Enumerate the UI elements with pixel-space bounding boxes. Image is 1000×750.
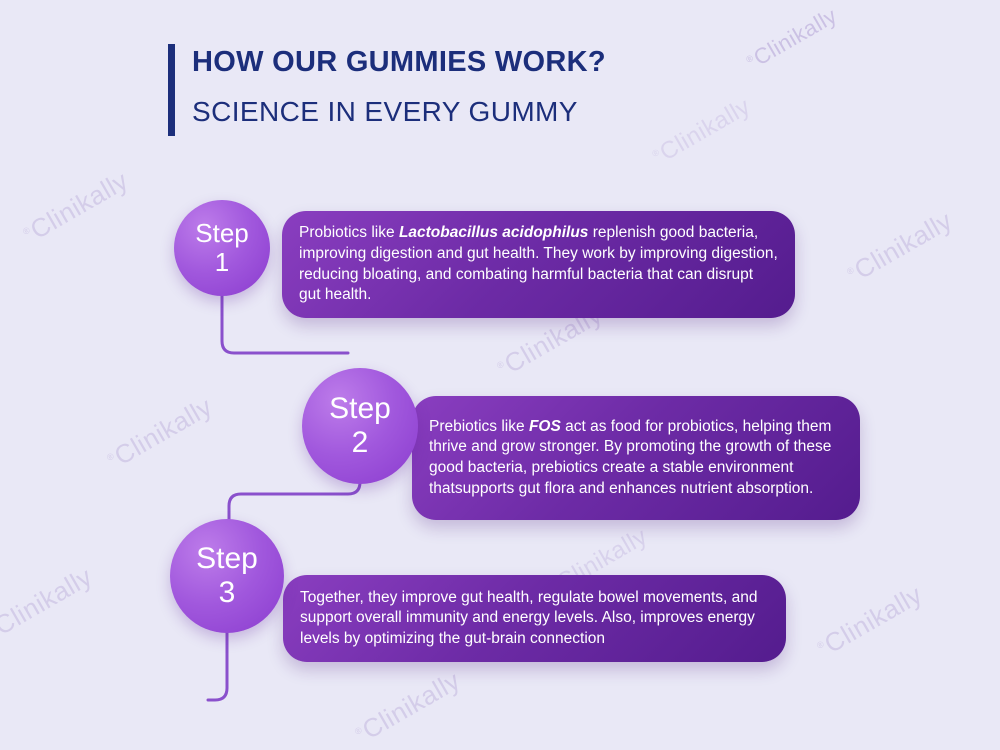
registered-trademark-icon: ® <box>815 638 827 652</box>
step-1-text-suffix: replenish good bacteria, improving diges… <box>299 224 778 304</box>
step-2-label: Step <box>329 392 391 426</box>
step-3-text-suffix: Together, they improve gut health, regul… <box>300 588 758 647</box>
step-2-badge: Step 2 <box>302 368 418 484</box>
step-3-description: Together, they improve gut health, regul… <box>283 575 786 662</box>
registered-trademark-icon: ® <box>353 724 365 738</box>
step-2-text-suffix: act as food for probiotics, helping them… <box>429 417 832 497</box>
step-2-text: Prebiotics like FOS act as food for prob… <box>429 417 843 499</box>
step-1-label: Step <box>195 217 249 248</box>
step-2-text-highlight: FOS <box>528 417 561 435</box>
page-subtitle: SCIENCE IN EVERY GUMMY <box>192 96 578 127</box>
brand-watermark: ®Clinikally <box>845 205 958 285</box>
step-2-text-prefix: Prebiotics like <box>429 417 529 435</box>
brand-watermark: ®Clinikally <box>0 561 98 641</box>
brand-watermark: ®Clinikally <box>353 665 466 745</box>
registered-trademark-icon: ® <box>845 264 857 278</box>
registered-trademark-icon: ® <box>495 358 507 372</box>
step-3-badge: Step 3 <box>170 519 284 633</box>
title-accent-bar <box>168 44 175 136</box>
brand-watermark: ®Clinikally <box>650 92 756 167</box>
brand-watermark: ®Clinikally <box>105 391 218 471</box>
registered-trademark-icon: ® <box>21 224 33 238</box>
step-3-number: 3 <box>218 576 236 609</box>
page-title: HOW OUR GUMMIES WORK? <box>192 46 606 78</box>
brand-watermark: ®Clinikally <box>815 579 928 659</box>
step-1-number: 1 <box>214 247 230 277</box>
connector-step2-step3 <box>227 476 362 524</box>
step-1-text-highlight: Lactobacillus acidophilus <box>398 224 589 242</box>
step-1-text: Probiotics like Lactobacillus acidophilu… <box>299 223 778 305</box>
step-2-number: 2 <box>351 426 369 459</box>
registered-trademark-icon: ® <box>650 146 662 159</box>
brand-watermark: ®Clinikally <box>744 2 842 71</box>
step-2-description: Prebiotics like FOS act as food for prob… <box>412 396 860 520</box>
header-text-group: HOW OUR GUMMIES WORK? SCIENCE IN EVERY G… <box>192 44 606 136</box>
step-3-label: Step <box>196 542 258 576</box>
header: HOW OUR GUMMIES WORK? SCIENCE IN EVERY G… <box>168 44 606 136</box>
registered-trademark-icon: ® <box>744 52 756 65</box>
step-1-description: Probiotics like Lactobacillus acidophilu… <box>282 211 795 318</box>
step-3-text: Together, they improve gut health, regul… <box>300 588 769 650</box>
step-1-text-prefix: Probiotics like <box>299 224 399 242</box>
step-1-badge: Step 1 <box>174 200 270 296</box>
registered-trademark-icon: ® <box>105 450 117 464</box>
brand-watermark: ®Clinikally <box>21 165 134 245</box>
connector-step3-end <box>206 628 229 702</box>
